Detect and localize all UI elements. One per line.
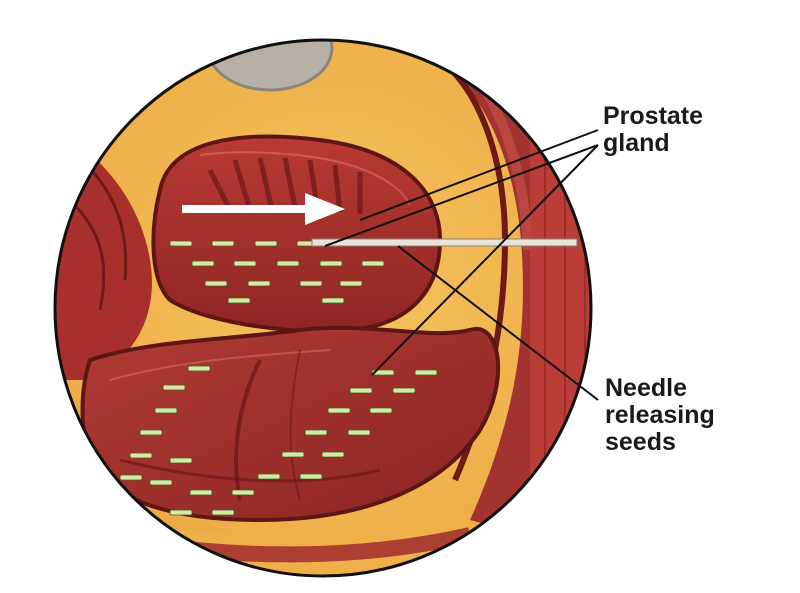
- radioactive-seed: [276, 260, 300, 267]
- seeds-leader-line: [371, 144, 599, 376]
- radioactive-seed: [191, 260, 215, 267]
- radioactive-seed: [231, 489, 255, 496]
- radioactive-seed: [129, 452, 153, 459]
- label-line: releasing: [605, 401, 715, 429]
- radioactive-seed: [169, 457, 193, 464]
- radioactive-seed: [319, 260, 343, 267]
- radioactive-seed: [211, 509, 235, 516]
- radioactive-seed: [347, 429, 371, 436]
- radioactive-seed: [187, 365, 211, 372]
- radioactive-seed: [321, 451, 345, 458]
- radioactive-seed: [247, 280, 271, 287]
- pubic-bone: [206, 40, 334, 92]
- radioactive-seed: [281, 451, 305, 458]
- label-line: gland: [603, 129, 670, 157]
- radioactive-seed: [254, 240, 278, 247]
- prostate-gland-label: Prostate gland: [603, 103, 703, 157]
- arrow-icon: [182, 193, 345, 225]
- needle-leader-line: [397, 245, 599, 401]
- lower-seeds: [119, 365, 438, 516]
- radioactive-seed: [361, 260, 385, 267]
- rectal-wall: [530, 120, 591, 540]
- radioactive-seed: [371, 369, 395, 376]
- radioactive-seed: [119, 474, 143, 481]
- radioactive-seed: [339, 280, 363, 287]
- magnifier-outline: [53, 38, 593, 578]
- label-line: Needle: [605, 374, 687, 402]
- radioactive-seed: [149, 479, 173, 486]
- radioactive-seed: [349, 387, 373, 394]
- needle-label: Needle releasing seeds: [605, 375, 715, 456]
- radioactive-seed: [162, 384, 186, 391]
- radioactive-seed: [327, 407, 351, 414]
- radioactive-seed: [392, 387, 416, 394]
- radioactive-seed: [211, 240, 235, 247]
- prostate-leader-line: [359, 129, 599, 221]
- label-line: Prostate: [603, 102, 704, 130]
- radioactive-seed: [369, 407, 393, 414]
- gland-striations: [207, 157, 363, 214]
- radioactive-seed: [139, 429, 163, 436]
- radioactive-seed: [299, 280, 323, 287]
- radioactive-seed: [299, 473, 323, 480]
- gland-seeds: [169, 240, 385, 304]
- radioactive-seed: [169, 509, 193, 516]
- radioactive-seed: [414, 369, 438, 376]
- radioactive-seed: [169, 240, 193, 247]
- label-line: seeds: [605, 428, 676, 456]
- radioactive-seed: [154, 407, 178, 414]
- needle: [311, 238, 578, 247]
- radioactive-seed: [321, 297, 345, 304]
- prostate-gland: [151, 134, 443, 333]
- radioactive-seed: [304, 429, 328, 436]
- radioactive-seed: [189, 489, 213, 496]
- radioactive-seed: [227, 297, 251, 304]
- prostate-leader-line-2: [324, 144, 599, 247]
- magnified-view: [55, 40, 591, 576]
- radioactive-seed: [257, 473, 281, 480]
- radioactive-seed: [204, 280, 228, 287]
- radioactive-seed: [233, 260, 257, 267]
